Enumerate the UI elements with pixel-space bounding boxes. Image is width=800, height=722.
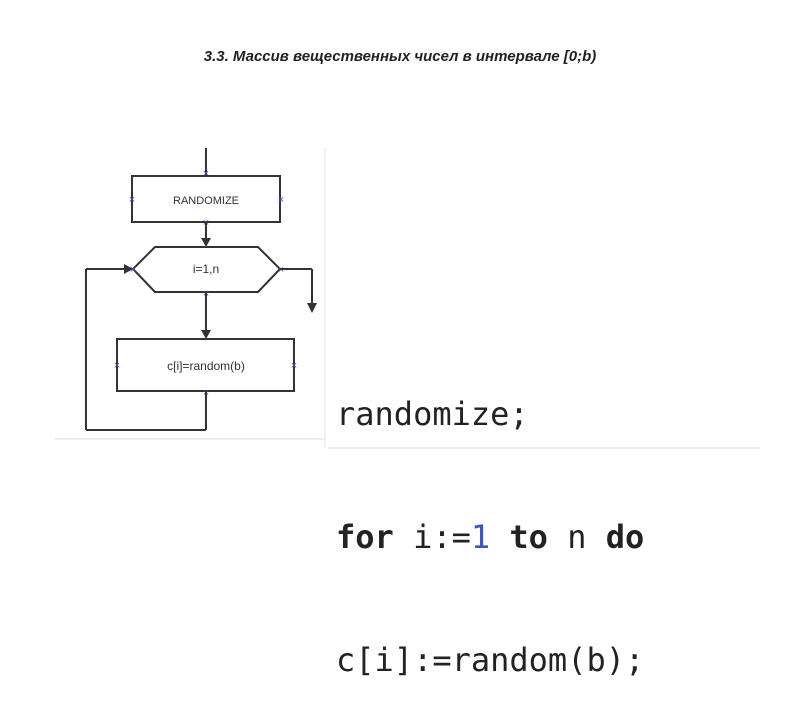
arrowhead: [201, 330, 211, 339]
connector-marker: ×: [129, 194, 135, 206]
connector-marker: ×: [291, 360, 297, 372]
keyword-do: do: [605, 518, 645, 556]
flowchart-diagram: × RANDOMIZE × × × i=1,n × × × c[i]=rando…: [55, 148, 760, 449]
code-line-randomize: randomize;: [336, 395, 529, 433]
code-loop-start: 1: [470, 518, 491, 556]
randomize-block-label: RANDOMIZE: [173, 195, 239, 207]
slide-title: 3.3. Массив вещественных чисел в интерва…: [203, 48, 597, 65]
keyword-to: to: [509, 518, 548, 556]
pascal-code: randomize; for i:=1 to n do c[i]:=random…: [336, 312, 644, 722]
arrowhead: [124, 264, 133, 274]
connector-marker: ×: [114, 360, 120, 372]
body-block: [116, 338, 295, 392]
loop-block-label: i=1,n: [193, 262, 219, 276]
connector-marker: ×: [278, 194, 284, 206]
arrowhead: [201, 238, 211, 247]
code-line-for: for i:=1 to n do: [336, 517, 644, 558]
connector-marker: ×: [130, 264, 136, 276]
keyword-for: for: [336, 518, 394, 556]
code-loop-end: n: [567, 518, 587, 556]
code-loop-var: i:=: [413, 518, 471, 556]
connector-marker: ×: [203, 168, 209, 180]
body-block-label: c[i]=random(b): [167, 359, 245, 373]
arrowhead: [307, 303, 317, 313]
code-line-assign: c[i]:=random(b);: [336, 641, 645, 679]
